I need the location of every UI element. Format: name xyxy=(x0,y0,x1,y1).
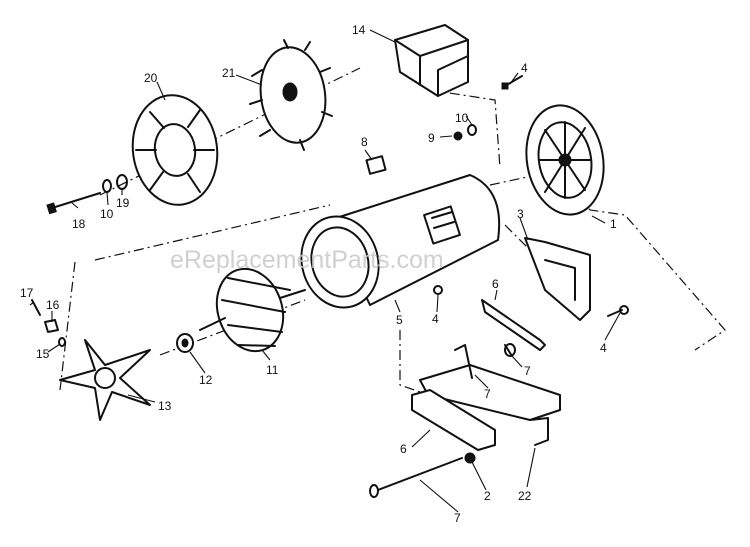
part-6-plate[interactable] xyxy=(411,389,496,451)
part-21-fan-impeller[interactable] xyxy=(249,39,333,151)
part-15-nut[interactable] xyxy=(58,337,66,347)
callout-4-top: 4 xyxy=(521,61,528,75)
part-10-washer-right[interactable] xyxy=(467,124,477,136)
callout-8: 8 xyxy=(361,135,368,149)
callout-14: 14 xyxy=(352,23,366,37)
callout-leaders xyxy=(29,29,621,513)
part-8-switch[interactable] xyxy=(365,155,387,175)
part-9-screw[interactable] xyxy=(453,131,463,141)
callout-17: 17 xyxy=(20,286,34,300)
callout-18: 18 xyxy=(72,217,86,231)
part-1-end-bell[interactable] xyxy=(518,99,612,221)
part-20-blower-disc[interactable] xyxy=(126,90,224,211)
callout-20: 20 xyxy=(144,71,158,85)
part-4-screw-right[interactable] xyxy=(607,305,629,317)
callout-16: 16 xyxy=(46,298,60,312)
callout-3: 3 xyxy=(517,207,524,221)
part-7-rod[interactable] xyxy=(369,457,463,498)
callout-1: 1 xyxy=(610,217,617,231)
part-10-washer-left[interactable] xyxy=(102,179,112,193)
callout-6-plate: 6 xyxy=(400,442,407,456)
callout-9: 9 xyxy=(428,131,435,145)
part-18-bolt[interactable] xyxy=(46,192,101,215)
callout-2: 2 xyxy=(484,489,491,503)
part-4-screw-middle[interactable] xyxy=(433,285,443,295)
part-6-belt[interactable] xyxy=(481,299,546,351)
part-2-nut[interactable] xyxy=(464,452,476,464)
part-12-bearing[interactable] xyxy=(176,333,194,353)
part-22-base-bracket[interactable] xyxy=(529,417,549,446)
callout-13: 13 xyxy=(158,399,172,413)
part-13-fan-hub[interactable] xyxy=(59,339,151,421)
part-3-bracket-plate[interactable] xyxy=(524,237,591,321)
callout-7-rod: 7 xyxy=(454,511,461,525)
part-4-screw-top[interactable] xyxy=(501,75,523,90)
part-11-armature[interactable] xyxy=(199,260,306,360)
callout-4-middle: 4 xyxy=(432,312,439,326)
callout-5: 5 xyxy=(396,313,403,327)
callout-21: 21 xyxy=(222,66,236,80)
callout-7-bracket: 7 xyxy=(484,387,491,401)
callout-11: 11 xyxy=(266,363,279,377)
watermark: eReplacementParts.com xyxy=(170,246,444,274)
callout-4-right: 4 xyxy=(600,341,607,355)
callout-7-nut: 7 xyxy=(524,364,531,378)
callout-22: 22 xyxy=(518,489,532,503)
callout-10-left: 10 xyxy=(100,207,114,221)
callout-10-right: 10 xyxy=(455,111,469,125)
part-14-cover[interactable] xyxy=(394,24,469,97)
part-5-motor-frame[interactable] xyxy=(291,174,501,316)
callout-19: 19 xyxy=(116,196,130,210)
part-7-nut[interactable] xyxy=(504,343,516,357)
callout-numbers: 1 2 3 4 4 4 5 6 6 7 7 7 8 9 10 10 11 12 … xyxy=(20,23,617,525)
callout-15: 15 xyxy=(36,347,50,361)
callout-6-belt: 6 xyxy=(492,277,499,291)
callout-12: 12 xyxy=(199,373,213,387)
